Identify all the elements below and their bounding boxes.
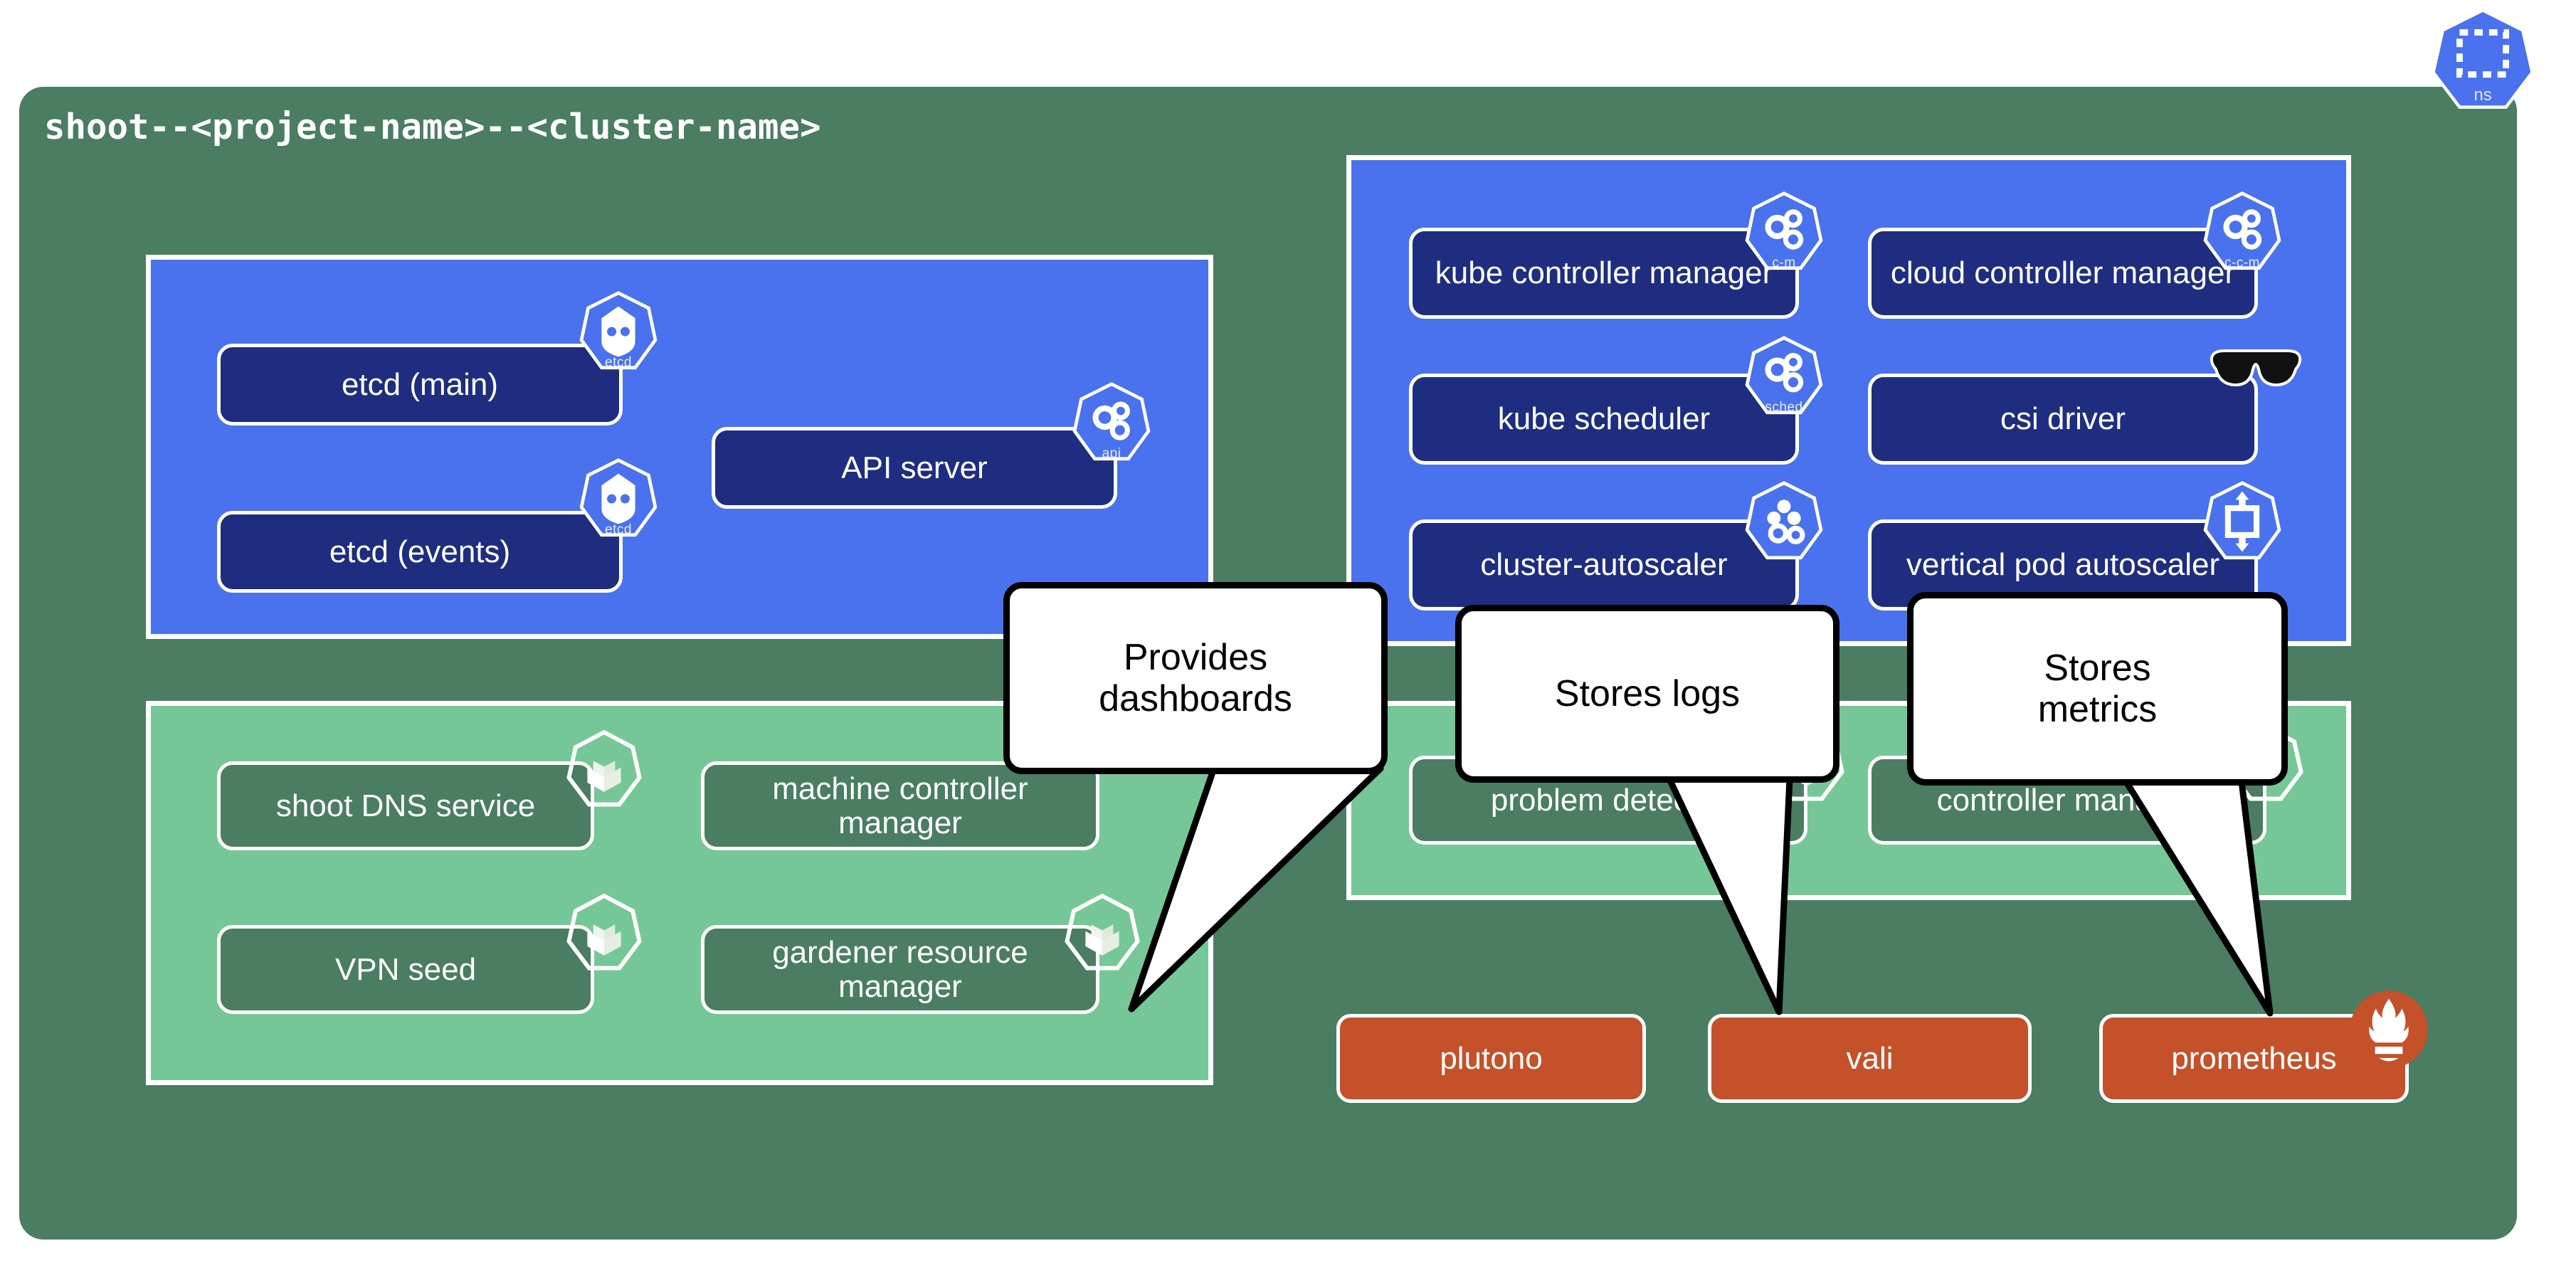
kubernetes-autoscaler-icon <box>1742 478 1826 565</box>
callout-line-2: dashboards <box>1099 678 1292 719</box>
callout-line-2: metrics <box>2037 689 2158 730</box>
box-label: kube controller manager <box>1435 255 1773 291</box>
page-title: shoot--<project-name>--<cluster-name> <box>44 107 821 147</box>
ns-badge-label: ns <box>2474 85 2492 105</box>
gardener-icon <box>1060 889 1144 976</box>
box-shoot-dns-service[interactable]: shoot DNS service <box>217 761 594 850</box>
kubernetes-vpa-icon <box>2200 478 2284 565</box>
kubernetes-api-icon: api <box>1070 379 1154 466</box>
box-label: etcd (main) <box>341 366 499 402</box>
box-label: shoot DNS service <box>275 788 536 823</box>
box-label: API server <box>841 450 988 485</box>
callout-bubble: Stores metrics <box>1907 592 2288 786</box>
callout-bubble: Stores logs <box>1455 605 1839 783</box>
callout-line-1: Stores <box>2044 647 2151 689</box>
kubernetes-etcd-icon: etcd <box>576 288 660 375</box>
kubernetes-cloud-controller-manager-icon: c-c-m <box>2200 189 2284 275</box>
callout-plutono: Provides dashboards <box>1003 582 1402 1037</box>
callout-line-1: Stores logs <box>1554 672 1741 714</box>
box-cluster-autoscaler[interactable]: cluster-autoscaler <box>1409 519 1799 611</box>
box-label: kube scheduler <box>1497 401 1711 437</box>
box-label: vali <box>1846 1040 1894 1076</box>
box-machine-controller-manager[interactable]: machine controller manager <box>701 761 1099 850</box>
box-label: vertical pod autoscaler <box>1906 547 2220 583</box>
kubernetes-controller-manager-icon: c-m <box>1742 189 1826 275</box>
callout-line-1: Provides <box>1123 636 1268 678</box>
box-csi-driver[interactable]: csi driver <box>1868 374 2258 465</box>
box-vali[interactable]: vali <box>1708 1014 2032 1103</box>
sunglasses-icon <box>2206 345 2306 395</box>
box-plutono[interactable]: plutono <box>1336 1014 1646 1103</box>
kubernetes-namespace-icon: ns <box>2430 7 2535 115</box>
box-label: prometheus <box>2171 1040 2337 1076</box>
box-label: csi driver <box>2000 401 2126 437</box>
box-kube-controller-manager[interactable]: kube controller manager <box>1409 228 1799 319</box>
box-label: VPN seed <box>334 951 477 987</box>
kubernetes-etcd-icon: etcd <box>576 455 660 542</box>
box-kube-scheduler[interactable]: kube scheduler <box>1409 374 1799 465</box>
box-label: machine controller manager <box>772 771 1028 840</box>
box-vpn-seed[interactable]: VPN seed <box>217 925 594 1014</box>
box-label: cloud controller manager <box>1890 255 2236 291</box>
kubernetes-scheduler-icon: sched <box>1742 333 1826 420</box>
gardener-icon <box>562 726 646 813</box>
box-api-server[interactable]: API server <box>712 427 1117 509</box>
callout-prometheus: Stores metrics <box>1907 592 2291 1047</box>
callout-vali: Stores logs <box>1455 605 1854 1046</box>
box-label: etcd (events) <box>329 534 511 569</box>
box-etcd-main[interactable]: etcd (main) <box>217 344 623 426</box>
gardener-icon <box>562 889 646 976</box>
prometheus-icon <box>2348 989 2429 1070</box>
box-etcd-events[interactable]: etcd (events) <box>217 511 623 593</box>
callout-bubble: Provides dashboards <box>1003 582 1388 774</box>
box-label: cluster-autoscaler <box>1480 547 1728 583</box>
box-label: gardener resource manager <box>772 935 1028 1004</box>
box-cloud-controller-manager[interactable]: cloud controller manager <box>1868 228 2258 319</box>
box-label: plutono <box>1440 1040 1543 1076</box>
